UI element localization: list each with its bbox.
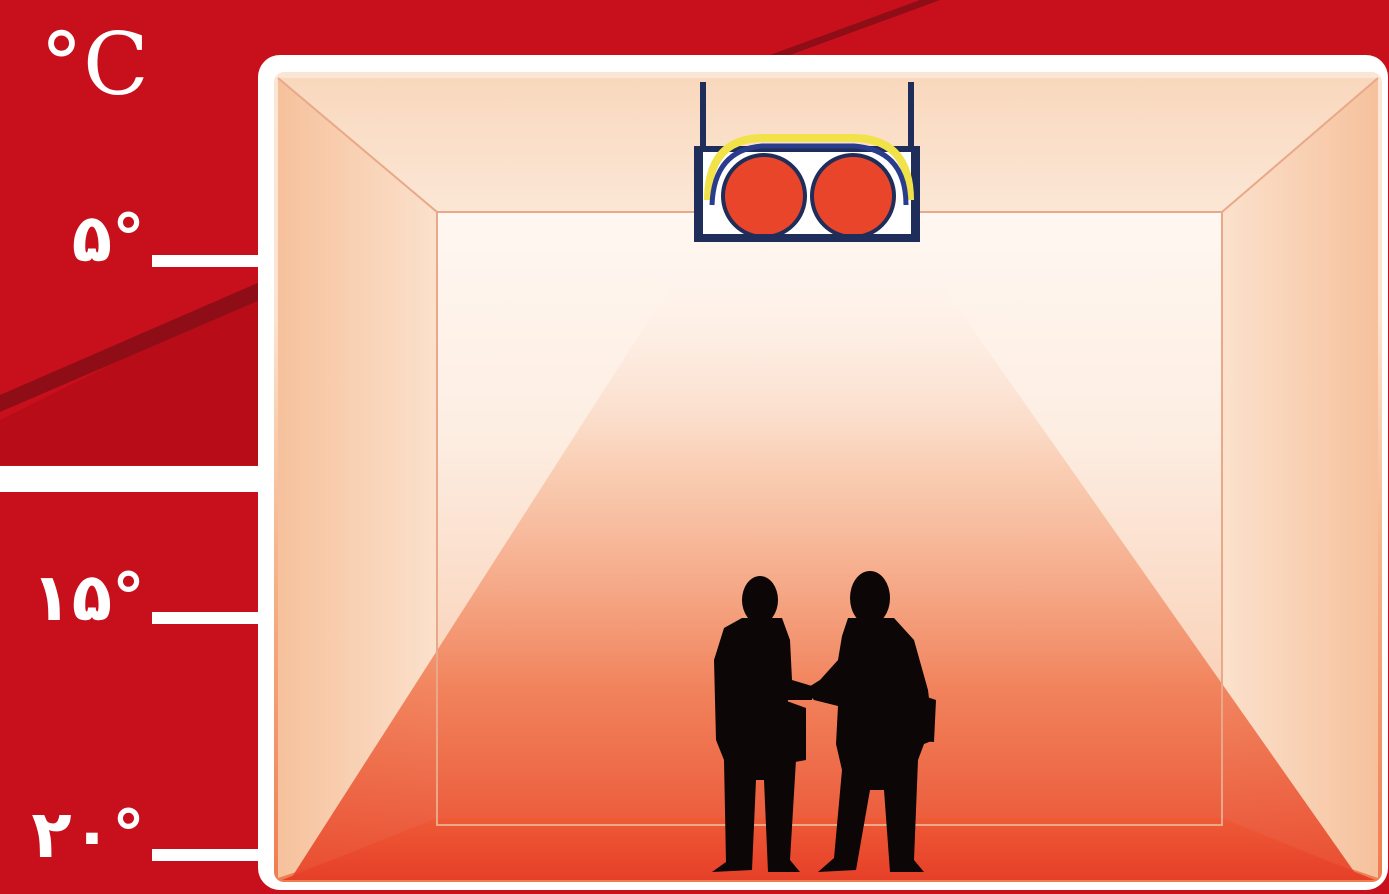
tick-line-15	[152, 612, 270, 624]
temperature-unit-label: °C	[40, 22, 149, 108]
tick-line-20	[152, 849, 270, 861]
temperature-tick-label: ۱۵°	[31, 565, 145, 631]
temperature-tick-label: ۵°	[72, 206, 145, 272]
temperature-tick-label: ۲۰°	[31, 802, 145, 868]
tick-line-5	[152, 255, 270, 267]
scale-divider	[0, 466, 270, 492]
